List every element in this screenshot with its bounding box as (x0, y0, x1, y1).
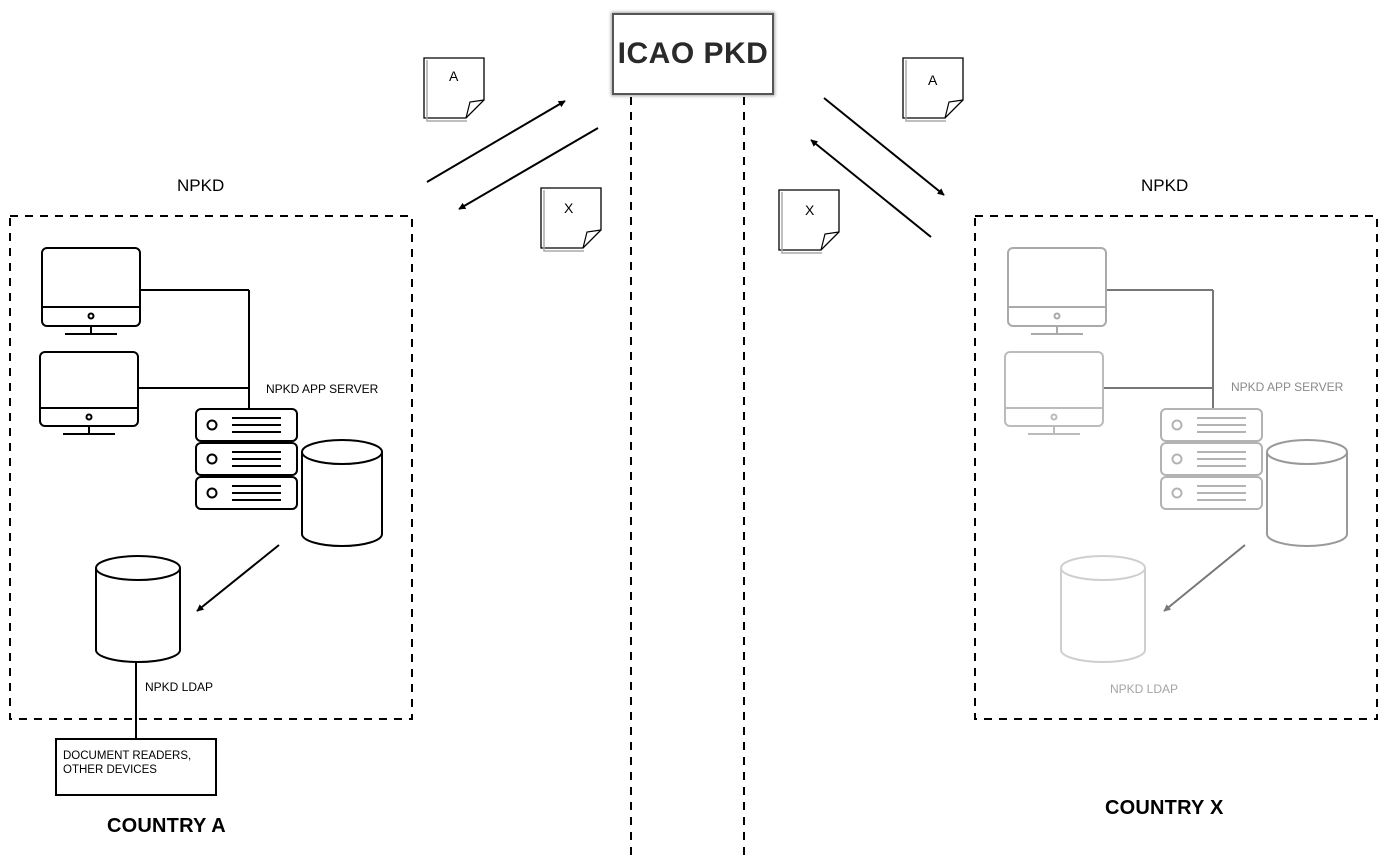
npkd-container-a (9, 215, 413, 720)
database-cylinder-icon (1060, 555, 1146, 663)
ldap-label-a: NPKD LDAP (145, 680, 214, 694)
arrow-x-to-pkd (810, 139, 932, 238)
devices-line-2: OTHER DEVICES (63, 764, 157, 776)
doc-label-a-left: A (449, 68, 459, 84)
npkd-title-x: NPKD (1141, 176, 1189, 195)
server-rack-icon (1160, 408, 1263, 510)
app-server-label-x: NPKD APP SERVER (1231, 380, 1344, 394)
doc-label-x-right: X (805, 202, 815, 218)
country-x-label: COUNTRY X (1105, 797, 1224, 819)
monitor-icon (1007, 247, 1107, 335)
arrow-pkd-to-a (458, 127, 599, 210)
monitor-icon (41, 247, 141, 335)
document-icon (540, 187, 602, 252)
document-readers-box: DOCUMENT READERS, OTHER DEVICES (55, 738, 217, 796)
database-cylinder-icon (1266, 439, 1348, 547)
server-rack-icon (195, 408, 298, 510)
arrow-pkd-to-x (823, 97, 945, 196)
icao-pkd-title: ICAO PKD (617, 37, 769, 70)
npkd-container-x (974, 215, 1378, 720)
arrow-db-to-ldap-x (1163, 544, 1246, 612)
arrow-a-to-pkd (426, 100, 566, 183)
devices-line-1: DOCUMENT READERS, (63, 750, 192, 762)
document-icon (902, 57, 964, 122)
document-icon (778, 189, 840, 254)
document-icon (423, 57, 485, 122)
database-cylinder-icon (95, 555, 181, 663)
icao-pkd-node: ICAO PKD (612, 13, 774, 95)
monitor-icon (1004, 351, 1104, 435)
arrow-db-to-ldap-a (196, 544, 280, 612)
doc-label-a-right: A (928, 72, 938, 88)
monitor-icon (39, 351, 139, 435)
database-cylinder-icon (301, 439, 383, 547)
country-a-label: COUNTRY A (107, 815, 226, 837)
npkd-title-a: NPKD (177, 176, 225, 195)
doc-label-x-left: X (564, 200, 574, 216)
ldap-label-x: NPKD LDAP (1110, 682, 1179, 696)
app-server-label-a: NPKD APP SERVER (266, 382, 379, 396)
